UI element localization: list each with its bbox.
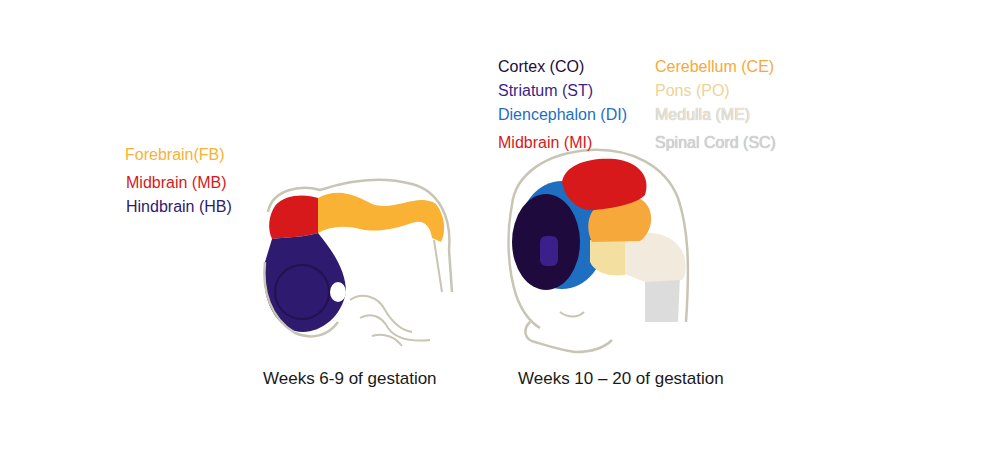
cortex-region: [512, 194, 580, 290]
midbrain-region: [562, 159, 647, 211]
legend-text: Midbrain (MB): [126, 174, 226, 191]
pons-region: [590, 240, 625, 275]
legend-text: Cortex (CO): [498, 58, 584, 75]
spinal-cord-region: [645, 276, 680, 322]
legend-item: Medulla (ME): [655, 105, 750, 125]
legend-item: Midbrain (MB): [126, 173, 226, 193]
striatum-region: [540, 236, 558, 266]
legend-item: Diencephalon (DI): [498, 105, 627, 125]
body-outline: [268, 180, 452, 292]
legend-item: Spinal Cord (SC): [655, 133, 776, 153]
caption-label: Weeks 10 – 20 of gestation: [518, 369, 724, 389]
legend-text: Cerebellum (CE): [655, 58, 774, 75]
midbrain-region: [269, 196, 318, 239]
legend-item: Pons (PO): [655, 81, 730, 101]
head-outline: [512, 150, 688, 322]
legend-item: Forebrain(FB): [125, 145, 225, 165]
embryo-late: [509, 150, 688, 352]
legend-item: Cerebellum (CE): [655, 57, 774, 77]
legend-text: Spinal Cord (SC): [655, 134, 776, 151]
face-outline: [509, 205, 612, 352]
legend-text: Midbrain (MI): [498, 134, 592, 151]
legend-item: Hindbrain (HB): [126, 197, 232, 217]
notch: [330, 282, 346, 302]
forebrain-region: [318, 193, 444, 242]
caption-label: Weeks 6-9 of gestation: [263, 369, 437, 389]
legend-text: Diencephalon (DI): [498, 106, 627, 123]
body-outline: [264, 262, 338, 336]
legend-text: Striatum (ST): [498, 82, 593, 99]
legend-text: Medulla (ME): [655, 106, 750, 123]
legend-text: Pons (PO): [655, 82, 730, 99]
legend-text: Hindbrain (HB): [126, 198, 232, 215]
vesicle-outline: [275, 265, 329, 319]
tube-line: [434, 240, 442, 292]
face-detail: [560, 312, 584, 317]
legend-item: Cortex (CO): [498, 57, 584, 77]
legend-item: Midbrain (MI): [498, 133, 592, 153]
legend-item: Striatum (ST): [498, 81, 593, 101]
limb-outline: [350, 296, 430, 346]
embryo-early: [264, 180, 452, 346]
legend-text: Forebrain(FB): [125, 146, 225, 163]
